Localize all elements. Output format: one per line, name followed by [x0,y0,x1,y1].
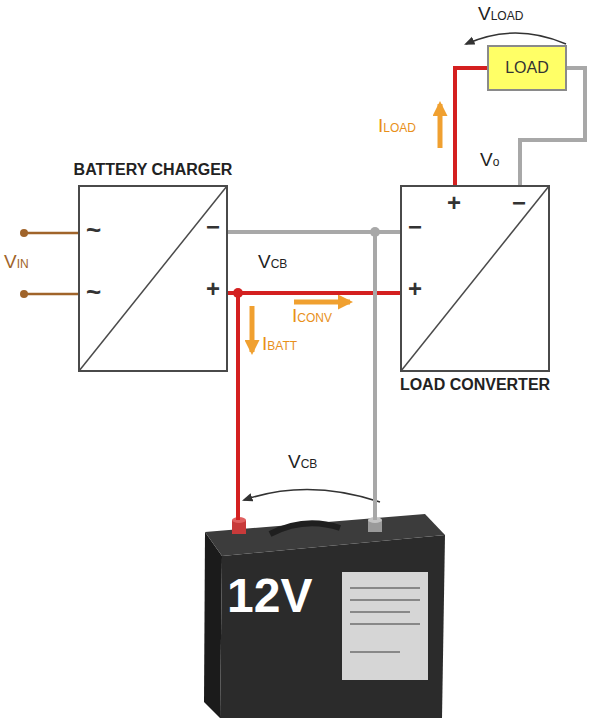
battery-body: 12V [205,520,469,716]
battery-lid [205,514,445,556]
voltage-arrow [244,489,380,502]
ac-symbol: ~ [86,216,101,245]
voltage-label: Vo [480,150,499,171]
voltage-label: VLOAD [478,4,523,25]
current-label: IBATT [262,334,297,355]
input-terminal [20,290,28,298]
voltage-arrow [466,33,566,44]
sticker-line [350,623,420,625]
input-lead [24,293,78,296]
current-arrow [250,306,255,352]
input-lead [24,232,78,235]
sticker-line [350,651,400,653]
junction-dot [233,288,243,298]
polarity-sign: − [512,190,526,216]
current-label: ICONV [292,306,332,327]
ac-symbol: ~ [86,278,101,307]
polarity-sign: + [447,190,461,216]
box-label: 12V [205,520,469,620]
converter-diagonal [401,186,549,371]
battery-sticker [342,572,428,680]
box-heading: BATTERY CHARGER [74,161,233,179]
box-label: LOAD [505,59,549,77]
polarity-sign: + [206,276,220,302]
wire [228,293,238,520]
polarity-sign: − [408,214,422,240]
junction-dot [370,227,380,237]
current-arrow [294,300,350,305]
load-box: LOAD [487,45,567,91]
current-arrow [438,104,443,148]
sticker-line [350,599,420,601]
wire [228,232,375,520]
voltage-label: VCB [258,252,287,273]
input-terminal [20,229,28,237]
current-label: ILOAD [378,116,416,137]
battery-front [220,535,445,718]
converter-box: LOAD CONVERTER [400,185,550,372]
battery-side [204,532,222,718]
voltage-label: VIN [4,252,29,273]
converter-diagonal [79,186,227,371]
sticker-line [350,587,420,589]
sticker-line [350,611,410,613]
battery-handle [270,523,340,534]
box-heading: LOAD CONVERTER [400,376,550,394]
polarity-sign: + [408,276,422,302]
voltage-label: VCB [288,452,317,473]
polarity-sign: − [206,214,220,240]
